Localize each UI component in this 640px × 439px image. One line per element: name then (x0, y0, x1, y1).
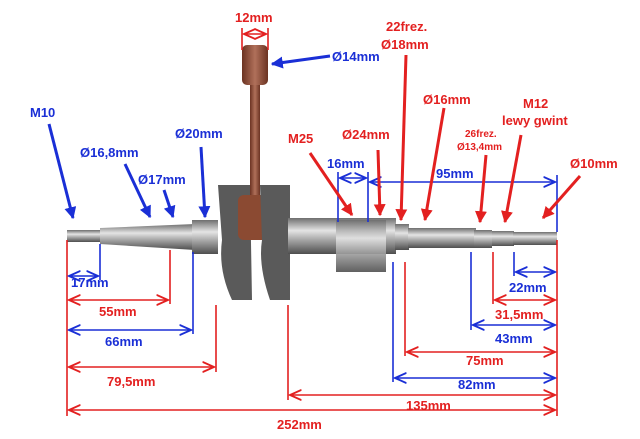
dim-16mm: 16mm (327, 156, 365, 171)
dim-95mm: 95mm (436, 166, 474, 181)
dim-43mm: 43mm (495, 331, 533, 346)
dim-17mm: 17mm (71, 275, 109, 290)
dim-135mm: 135mm (406, 398, 451, 413)
dim-55mm: 55mm (99, 304, 137, 319)
connecting-rod-small-end (242, 45, 268, 85)
callout-arrows (47, 54, 582, 224)
dim-82mm: 82mm (458, 377, 496, 392)
label-d24: Ø24mm (342, 127, 390, 142)
left-journal (192, 220, 218, 254)
label-lewy-gwint: lewy gwint (502, 113, 568, 128)
dim-79-5mm: 79,5mm (107, 374, 155, 389)
m25-thread (336, 220, 386, 272)
left-thread (67, 230, 102, 242)
dim-75mm: 75mm (466, 353, 504, 368)
shaft-16 (408, 228, 476, 248)
spline-13-4 (474, 230, 492, 248)
dim-22mm: 22mm (509, 280, 547, 295)
crankshaft (67, 45, 557, 300)
label-m25: M25 (288, 131, 313, 146)
m12-thread (492, 231, 514, 246)
label-d13-4: Ø13,4mm (457, 142, 502, 153)
right-end-shaft (513, 232, 557, 245)
dim-31-5mm: 31,5mm (495, 307, 543, 322)
dim-252mm: 252mm (277, 417, 322, 432)
label-d10: Ø10mm (570, 156, 618, 171)
label-d18: Ø18mm (381, 37, 429, 52)
label-26frez: 26frez. (465, 129, 497, 140)
label-d14: Ø14mm (332, 49, 380, 64)
label-m10: M10 (30, 105, 55, 120)
connecting-rod-shank (250, 60, 260, 230)
right-crank-web (260, 185, 290, 300)
left-taper-shaft (100, 224, 195, 250)
label-d20: Ø20mm (175, 126, 223, 141)
label-d17: Ø17mm (138, 172, 186, 187)
spline-18 (395, 224, 409, 250)
label-d16: Ø16mm (423, 92, 471, 107)
dim-66mm: 66mm (105, 334, 143, 349)
label-12mm: 12mm (235, 10, 273, 25)
label-m12: M12 (523, 96, 548, 111)
label-22frez: 22frez. (386, 19, 427, 34)
label-d16-8: Ø16,8mm (80, 145, 139, 160)
